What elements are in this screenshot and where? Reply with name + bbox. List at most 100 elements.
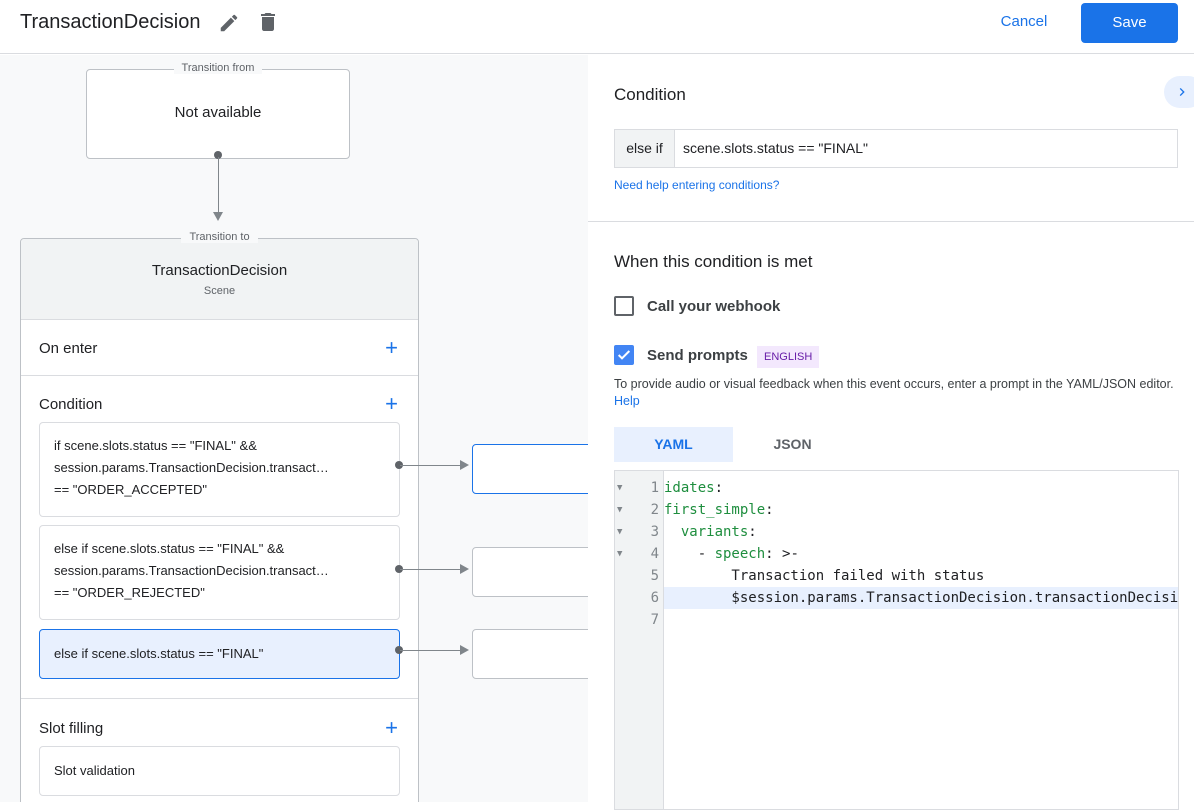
connector-line [400,650,462,651]
on-enter-section[interactable]: On enter + [21,321,418,376]
code-indent [664,524,681,540]
condition-line: session.params.TransactionDecision.trans… [54,460,329,475]
code-line: $session.params.TransactionDecision.tran… [664,587,1178,609]
slot-validation-label: Slot validation [54,763,135,778]
arrow-icon [460,645,469,655]
arrow-icon [460,564,469,574]
condition-line: else if scene.slots.status == "FINAL" && [54,541,285,556]
fold-icon[interactable]: ▼ [617,527,623,537]
line-number: 2 [650,502,659,518]
arrow-icon [460,460,469,470]
slot-validation-card[interactable]: Slot validation [39,746,400,796]
edit-icon[interactable] [218,12,240,39]
slot-filling-title: Slot filling [39,720,104,737]
code-line: Transaction failed with status [664,568,985,584]
page-title: TransactionDecision [20,11,201,33]
on-enter-title: On enter [39,340,98,357]
transition-target-box[interactable] [472,547,588,597]
code-indent: - [664,546,715,562]
connector-line [218,157,219,213]
condition-input-group: else if scene.slots.status == "FINAL" [614,129,1178,168]
code-rest: : [765,502,774,518]
connector-dot [395,565,403,573]
met-title: When this condition is met [614,252,813,271]
connector-line [400,465,462,466]
condition-line: else if scene.slots.status == "FINAL" [54,646,264,661]
condition-card-selected[interactable]: else if scene.slots.status == "FINAL" [39,629,400,679]
condition-line: session.params.TransactionDecision.trans… [54,563,329,578]
code-line: first_simple: [664,499,1178,521]
scene-type: Scene [203,285,236,297]
code-line: idates: [664,477,1178,499]
yaml-editor[interactable]: ▼ 1 idates: ▼ 2 first_simple: ▼ 3 variants: ▼ 4 -… [614,470,1179,810]
condition-card[interactable]: if scene.slots.status == "FINAL" && sess… [39,422,400,517]
code-line [664,609,1178,631]
line-number: 4 [650,546,659,562]
condition-input[interactable]: scene.slots.status == "FINAL" [683,140,869,156]
transition-target-box[interactable] [472,444,588,494]
prompts-checkbox[interactable] [614,345,634,365]
add-on-enter-icon[interactable]: + [385,335,398,360]
condition-card[interactable]: else if scene.slots.status == "FINAL" &&… [39,525,400,620]
scene-name: TransactionDecision [151,262,288,279]
code-line: - speech: >- [664,543,1178,565]
line-number: 1 [650,480,659,496]
code-key: speech [714,546,766,562]
save-button[interactable]: Save [1081,3,1178,43]
connector-dot [395,461,403,469]
prompts-label: Send prompts [647,347,748,364]
transition-from-box: Transition from Not available [86,62,350,159]
tab-json[interactable]: JSON [773,436,812,452]
condition-section: Condition + if scene.slots.status == "FI… [21,377,418,699]
condition-panel: Condition else if scene.slots.status == … [588,55,1194,810]
arrow-icon [213,212,223,221]
connector-dot [214,151,222,159]
code-rest: : >- [765,546,799,562]
transition-target-box[interactable] [472,629,588,679]
code-rest: : [748,524,757,540]
header: TransactionDecision Cancel Save [0,0,1194,54]
line-number: 5 [650,568,659,584]
code-key: first_simple [664,502,766,518]
check-icon [617,350,631,360]
line-number: 3 [650,524,659,540]
flow-canvas: Transition from Not available Transition… [0,55,588,802]
connector-line [400,569,462,570]
add-slot-icon[interactable]: + [385,715,398,740]
condition-line: == "ORDER_REJECTED" [54,585,205,600]
fold-icon[interactable]: ▼ [617,549,623,559]
transition-from-value: Not available [174,104,262,121]
divider [588,221,1194,222]
delete-icon[interactable] [256,10,280,39]
code-rest: : [714,480,724,496]
editor-gutter [615,471,664,809]
add-condition-icon[interactable]: + [385,391,398,416]
description-text: To provide audio or visual feedback when… [614,377,1174,391]
transition-to-legend: Transition to [181,231,258,243]
help-link[interactable]: Help [614,394,640,408]
slot-filling-section: Slot filling + Slot validation [21,700,418,802]
language-badge: ENGLISH [757,346,820,368]
condition-line: == "ORDER_ACCEPTED" [54,482,207,497]
code-key: idates [664,480,715,496]
prompt-description: To provide audio or visual feedback when… [614,376,1174,410]
code-key: variants [680,524,749,540]
help-conditions-link[interactable]: Need help entering conditions? [614,178,780,192]
fold-icon[interactable]: ▼ [617,505,623,515]
tab-yaml[interactable]: YAML [614,427,733,462]
code-line: variants: [664,521,1178,543]
webhook-checkbox[interactable] [614,296,634,316]
line-number: 7 [650,612,659,628]
collapse-panel-button[interactable] [1164,76,1194,108]
cancel-button[interactable]: Cancel [1000,13,1048,30]
line-number: 6 [650,590,659,606]
condition-prefix: else if [615,130,675,167]
condition-title: Condition [614,85,686,104]
chevron-right-icon [1179,88,1185,96]
webhook-label: Call your webhook [647,298,781,315]
condition-line: if scene.slots.status == "FINAL" && [54,438,257,453]
scene-header[interactable]: Transition to TransactionDecision Scene [21,231,418,320]
scene-box: Transition to TransactionDecision Scene … [20,231,419,802]
transition-from-legend: Transition from [173,62,263,74]
fold-icon[interactable]: ▼ [617,483,623,493]
